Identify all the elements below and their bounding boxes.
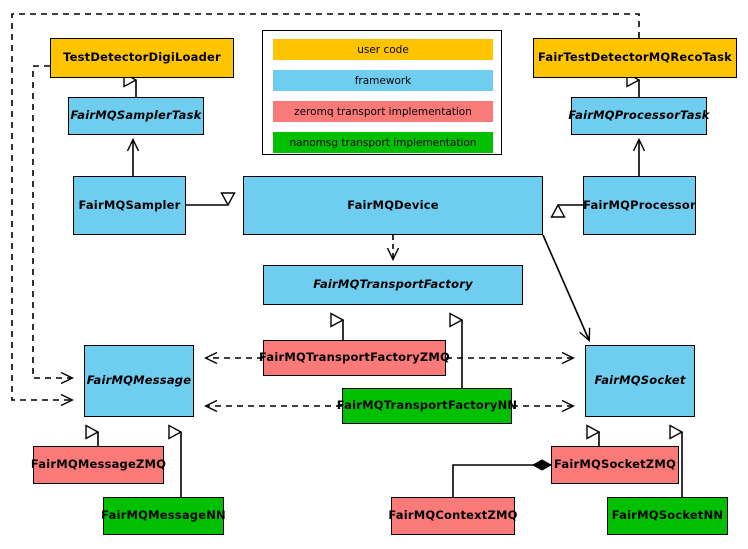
class-node-fairmqtransportfactory[interactable]: FairMQTransportFactory bbox=[263, 265, 523, 305]
class-label: FairMQSamplerTask bbox=[70, 108, 202, 123]
class-node-fairmqsocketzmq[interactable]: FairMQSocketZMQ bbox=[551, 446, 679, 484]
class-label: FairMQSocketZMQ bbox=[554, 457, 676, 472]
class-node-fairmqcontextzmq[interactable]: FairMQContextZMQ bbox=[388, 497, 518, 535]
legend-item-nanomsg: nanomsg transport implementation bbox=[273, 132, 493, 153]
class-label: FairMQSocket bbox=[594, 373, 686, 388]
class-label: FairMQContextZMQ bbox=[388, 508, 518, 523]
class-label: FairMQTransportFactoryNN bbox=[336, 398, 518, 413]
class-node-fairmqmessagezmq[interactable]: FairMQMessageZMQ bbox=[30, 446, 167, 484]
class-node-testdetectordigiloader[interactable]: TestDetectorDigiLoader bbox=[50, 38, 234, 78]
edge-digiloader-to-message bbox=[32, 65, 72, 378]
legend-label-nanomsg: nanomsg transport implementation bbox=[289, 136, 477, 149]
legend-item-user-code: user code bbox=[273, 39, 493, 60]
class-node-fairmqsampler[interactable]: FairMQSampler bbox=[73, 176, 186, 235]
class-node-fairmqsocketnn[interactable]: FairMQSocketNN bbox=[607, 497, 728, 535]
class-label: FairMQTransportFactoryZMQ bbox=[259, 350, 451, 365]
class-label: FairMQDevice bbox=[347, 197, 439, 212]
legend-item-framework: framework bbox=[273, 70, 493, 91]
legend-label-zeromq: zeromq transport implementation bbox=[294, 105, 472, 118]
class-node-fairtestdetectormqrecotask[interactable]: FairTestDetectorMQRecoTask bbox=[533, 38, 737, 78]
legend-item-zeromq: zeromq transport implementation bbox=[273, 101, 493, 122]
legend-panel: user code framework zeromq transport imp… bbox=[262, 30, 502, 155]
class-node-fairmqtransportfactoryzmq[interactable]: FairMQTransportFactoryZMQ bbox=[259, 340, 450, 376]
legend-label-framework: framework bbox=[354, 74, 412, 87]
class-node-fairmqprocessor[interactable]: FairMQProcessor bbox=[583, 176, 696, 235]
class-label: FairTestDetectorMQRecoTask bbox=[538, 50, 732, 65]
edge-contextzmq-to-socketzmq bbox=[452, 465, 551, 497]
class-label: TestDetectorDigiLoader bbox=[63, 50, 221, 65]
legend-label-user-code: user code bbox=[357, 43, 409, 56]
class-label: FairMQMessage bbox=[86, 373, 192, 388]
class-node-fairmqtransportfactorynn[interactable]: FairMQTransportFactoryNN bbox=[337, 388, 517, 424]
class-node-fairmqprocessortask[interactable]: FairMQProcessorTask bbox=[568, 97, 710, 135]
class-node-fairmqsamplertask[interactable]: FairMQSamplerTask bbox=[68, 97, 204, 135]
class-label: FairMQSampler bbox=[78, 197, 181, 212]
class-label: FairMQMessageZMQ bbox=[30, 457, 167, 472]
class-label: FairMQMessageNN bbox=[101, 508, 226, 523]
edge-device-to-socket bbox=[542, 234, 589, 340]
class-label: FairMQSocketNN bbox=[611, 508, 724, 523]
class-label: FairMQProcessorTask bbox=[568, 108, 710, 123]
class-node-fairmqsocket[interactable]: FairMQSocket bbox=[585, 345, 695, 417]
class-node-fairmqmessagenn[interactable]: FairMQMessageNN bbox=[101, 497, 226, 535]
class-node-fairmqdevice[interactable]: FairMQDevice bbox=[243, 176, 543, 235]
class-node-fairmqmessage[interactable]: FairMQMessage bbox=[84, 345, 194, 417]
class-label: FairMQTransportFactory bbox=[313, 277, 473, 292]
class-label: FairMQProcessor bbox=[583, 197, 696, 212]
